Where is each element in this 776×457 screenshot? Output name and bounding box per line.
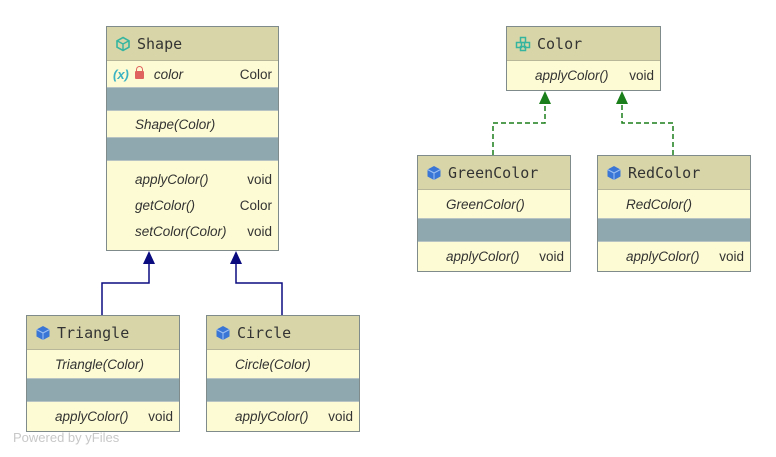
constructor-row: Shape(Color) xyxy=(107,111,278,137)
class-greencolor[interactable]: GreenColor GreenColor() applyColor() voi… xyxy=(417,155,571,272)
class-title: GreenColor xyxy=(448,163,539,182)
class-redcolor[interactable]: RedColor RedColor() applyColor() void xyxy=(597,155,751,272)
class-icon xyxy=(607,165,621,180)
edge-redcolor-color xyxy=(621,104,674,155)
constructor-name: RedColor() xyxy=(626,196,693,212)
constructor-row: Triangle(Color) xyxy=(27,350,179,378)
class-header: Circle xyxy=(207,316,359,350)
method-type: void xyxy=(719,248,744,264)
class-title: Triangle xyxy=(57,323,130,342)
method-row: applyColor() void xyxy=(27,402,179,430)
field-name: color xyxy=(153,66,184,82)
method-name: applyColor() xyxy=(626,248,700,264)
method-name: applyColor() xyxy=(235,408,309,424)
method-type: void xyxy=(539,248,564,264)
lock-icon xyxy=(134,66,144,79)
method-row: applyColor() void xyxy=(107,166,278,192)
edge-greencolor-color xyxy=(492,104,546,155)
compartment-separator xyxy=(598,218,750,242)
compartment-separator xyxy=(207,378,359,402)
class-title: Shape xyxy=(137,34,183,53)
class-title: Color xyxy=(537,34,583,53)
constructor-name: GreenColor() xyxy=(446,196,525,212)
class-header: Shape xyxy=(107,27,278,61)
class-icon xyxy=(216,325,230,340)
method-type: void xyxy=(148,408,173,424)
class-title: RedColor xyxy=(628,163,701,182)
watermark: Powered by yFiles xyxy=(13,430,120,445)
compartment-separator xyxy=(107,137,278,161)
method-type: void xyxy=(247,223,272,239)
method-row: getColor() Color xyxy=(107,192,278,218)
field-type: Color xyxy=(239,66,272,82)
arrowhead-greencolor-color xyxy=(539,91,551,104)
abstract-class-icon xyxy=(116,36,130,51)
class-triangle[interactable]: Triangle Triangle(Color) applyColor() vo… xyxy=(26,315,180,432)
method-type: void xyxy=(328,408,353,424)
arrowhead-redcolor-color xyxy=(616,91,628,104)
constructor-name: Triangle(Color) xyxy=(55,356,145,372)
class-header: Triangle xyxy=(27,316,179,350)
method-type: void xyxy=(629,67,654,83)
compartment-separator xyxy=(27,378,179,402)
method-row: setColor(Color) void xyxy=(107,218,278,244)
method-name: applyColor() xyxy=(135,171,209,187)
constructor-name: Circle(Color) xyxy=(235,356,311,372)
constructor-row: GreenColor() xyxy=(418,190,570,218)
method-type: Color xyxy=(239,197,272,213)
method-row: applyColor() void xyxy=(507,61,660,89)
arrowhead-triangle-shape xyxy=(143,251,155,264)
method-name: setColor(Color) xyxy=(135,223,227,239)
class-header: Color xyxy=(507,27,660,61)
method-name: applyColor() xyxy=(55,408,129,424)
field-visibility: (x) xyxy=(113,66,129,82)
constructor-row: RedColor() xyxy=(598,190,750,218)
field-row: (x) color Color xyxy=(107,61,278,87)
class-icon xyxy=(427,165,441,180)
compartment-separator xyxy=(107,87,278,111)
method-name: applyColor() xyxy=(535,67,609,83)
method-name: applyColor() xyxy=(446,248,520,264)
method-name: getColor() xyxy=(135,197,196,213)
arrowhead-circle-shape xyxy=(230,251,242,264)
edge-circle-shape xyxy=(235,264,283,315)
class-header: GreenColor xyxy=(418,156,570,190)
method-row: applyColor() void xyxy=(598,242,750,270)
compartment-separator xyxy=(418,218,570,242)
method-type: void xyxy=(247,171,272,187)
interface-color[interactable]: Color applyColor() void xyxy=(506,26,661,91)
class-shape[interactable]: Shape (x) color Color Shape(Color) apply… xyxy=(106,26,279,251)
edge-triangle-shape xyxy=(101,264,150,315)
method-row: applyColor() void xyxy=(207,402,359,430)
method-row: applyColor() void xyxy=(418,242,570,270)
class-title: Circle xyxy=(237,323,292,342)
class-header: RedColor xyxy=(598,156,750,190)
constructor-name: Shape(Color) xyxy=(135,116,216,132)
interface-icon xyxy=(515,36,531,51)
constructor-row: Circle(Color) xyxy=(207,350,359,378)
class-icon xyxy=(36,325,50,340)
class-circle[interactable]: Circle Circle(Color) applyColor() void xyxy=(206,315,360,432)
